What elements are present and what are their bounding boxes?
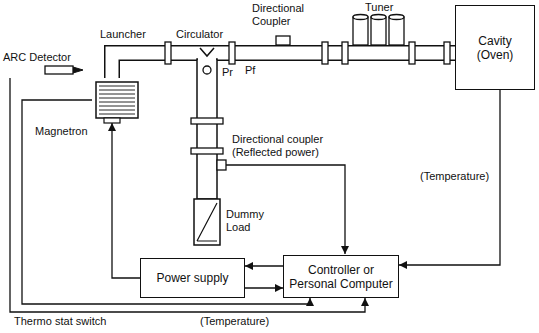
magnetron: Magnetron [92, 78, 144, 123]
magnetron-base [104, 118, 120, 123]
node-label: Cavity (Oven) [470, 34, 520, 62]
node-label: Power supply [156, 271, 228, 285]
part-label: Pr [222, 66, 233, 79]
part-label: Tuner [365, 1, 393, 14]
node-label: ARC Detector [3, 50, 71, 64]
part-label: Launcher [100, 28, 146, 41]
circulator-symbol [200, 48, 214, 56]
directional-coupler [276, 36, 290, 45]
dummy-load-wedge [197, 203, 217, 241]
part-label: Pf [245, 64, 255, 77]
reflected-coupler [217, 160, 226, 170]
node-label: Magnetron [35, 124, 88, 138]
edge-label: (Temperature) [200, 315, 269, 328]
reflected-power-wire [226, 165, 345, 254]
arc-sensor-tip [73, 67, 83, 73]
magnetron-body [96, 82, 138, 118]
part-label: Directional Coupler [252, 2, 316, 28]
controller-box: Controller or Personal Computer [283, 255, 399, 298]
part-label: Dummy Load [226, 208, 271, 234]
signal-wire [22, 100, 310, 304]
magnetron-fins [99, 86, 135, 114]
edge-label: (Temperature) [420, 170, 489, 183]
part-label: Directional coupler (Reflected power) [232, 133, 347, 159]
circulator-port [203, 66, 211, 74]
branch-waveguide [197, 59, 217, 199]
signal-wire [245, 266, 283, 267]
arc-sensor [45, 66, 73, 74]
signal-wire [245, 288, 283, 289]
cavity-box: Cavity (Oven) [455, 5, 535, 90]
signal-wire [399, 90, 500, 265]
signal-wire [112, 123, 140, 278]
dummy-load [194, 199, 220, 245]
waveguide [112, 53, 455, 78]
part-label: Circulator [176, 28, 223, 41]
arc-detector: ARC Detector [3, 50, 93, 78]
power-supply-box: Power supply [140, 258, 245, 298]
tuner-stub [353, 15, 404, 46]
node-label: Controller or Personal Computer [289, 263, 393, 291]
part-label: Thermo stat switch [14, 315, 106, 328]
